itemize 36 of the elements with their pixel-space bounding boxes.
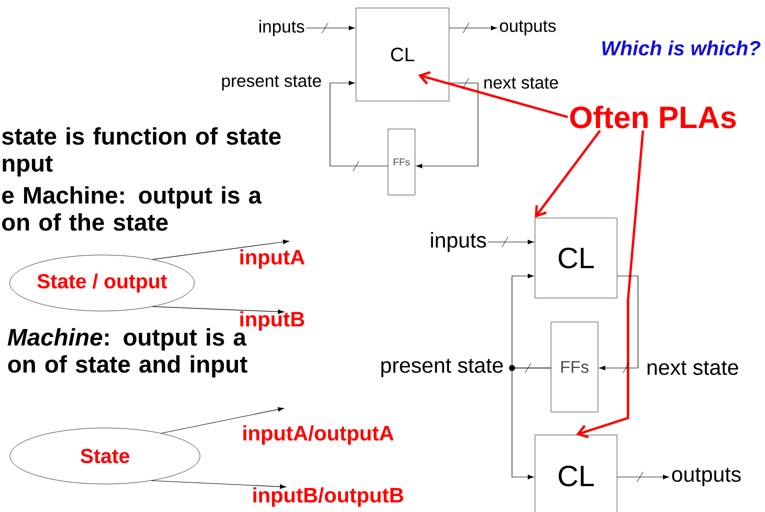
name-text: outputs <box>672 468 741 486</box>
bullet-text: e Machine: output is a on of the state <box>2 186 262 231</box>
logic-box: CL <box>534 434 618 512</box>
arrow <box>512 368 552 480</box>
state-label: next state <box>484 77 558 89</box>
name-text: inputs <box>259 20 304 36</box>
name-text: inputs <box>431 232 486 252</box>
state-label: present state <box>222 76 322 90</box>
arrow <box>576 130 644 438</box>
arrow <box>306 26 355 30</box>
arrow <box>448 26 498 30</box>
arrow <box>152 240 290 260</box>
edge-label: inputB <box>240 311 304 331</box>
bullet-text: Machine: output is a on of state and input <box>8 328 248 378</box>
arrow <box>599 276 638 370</box>
edge-label: inputA <box>240 249 305 269</box>
edge-label: inputA/outputA <box>243 425 394 445</box>
arrow <box>534 130 601 218</box>
name-text: outputs <box>500 20 556 36</box>
logic-box: CL <box>534 218 618 298</box>
arrow <box>330 80 388 166</box>
flipflop-box: FFs <box>550 322 598 412</box>
arrow <box>152 306 284 314</box>
state-label: next state <box>648 360 738 376</box>
arrow <box>418 71 568 118</box>
flipflop-box: FFs <box>388 128 416 196</box>
question-text: Which is which? <box>602 40 760 56</box>
logic-box: CL <box>356 8 450 102</box>
callout-text: Often PLAs <box>570 106 736 128</box>
arrow <box>488 240 534 244</box>
arrow <box>616 474 670 480</box>
arrow <box>151 480 286 489</box>
arrow <box>416 82 478 168</box>
edge-label: inputB/outputB <box>253 487 404 507</box>
state-label: present state <box>381 358 503 378</box>
arrow <box>161 407 284 434</box>
